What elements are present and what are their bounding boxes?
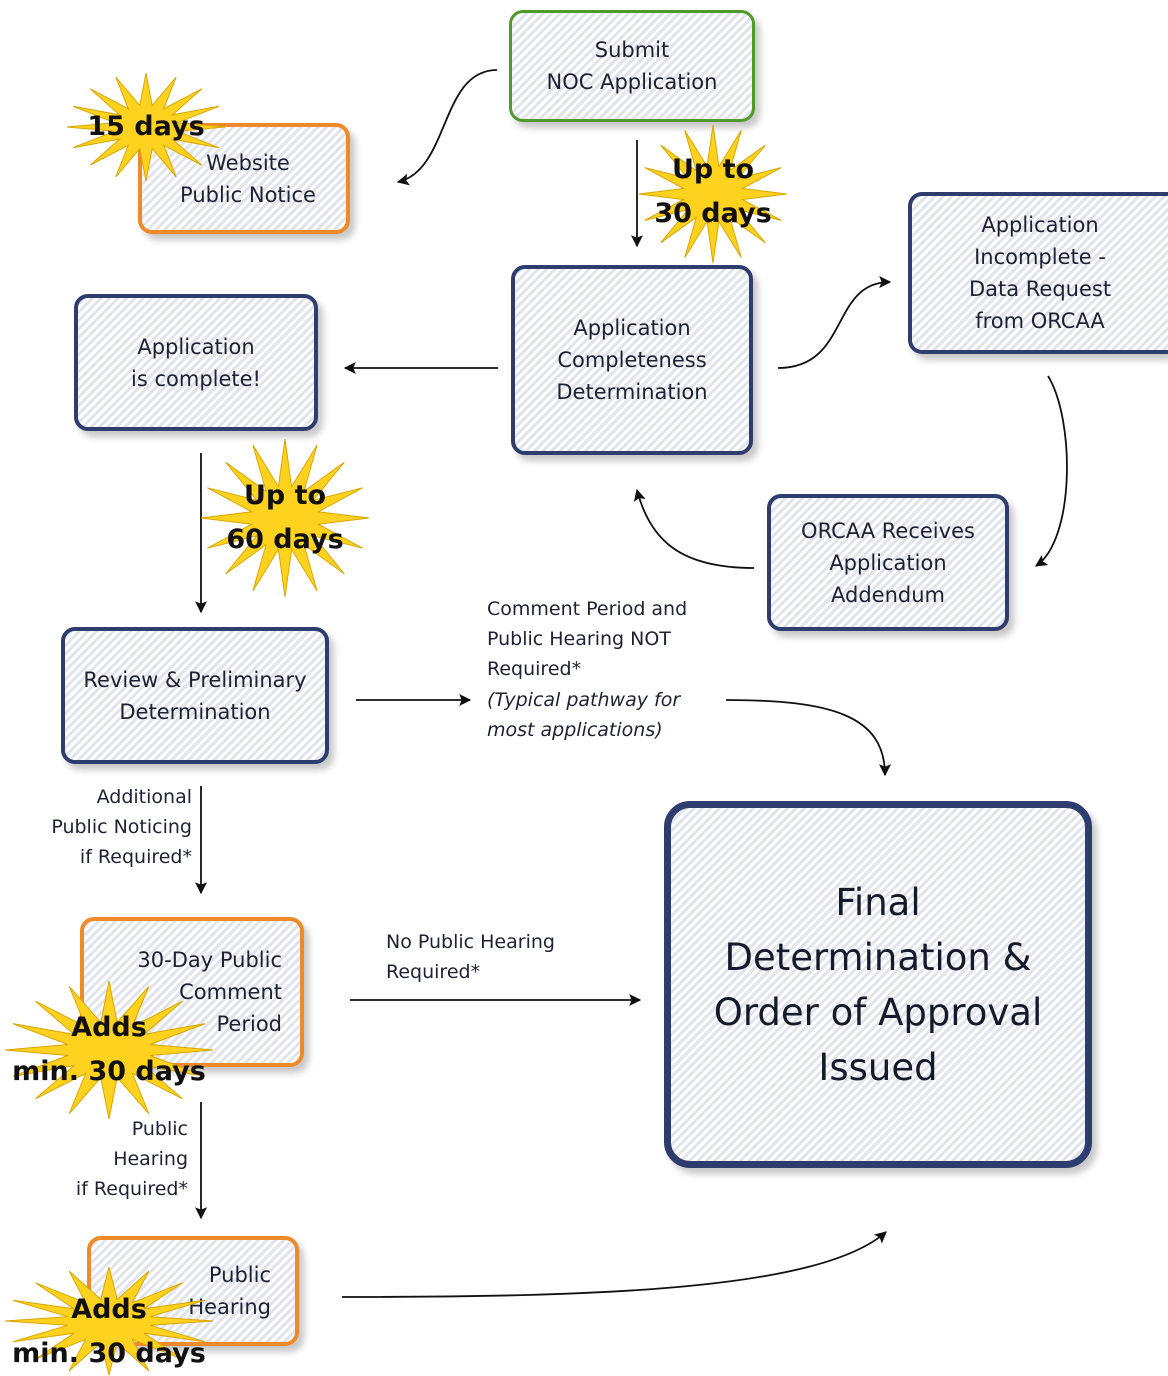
- arrow-pathway-to-final: [725, 699, 891, 777]
- typical-pathway-label: (Typical pathway for most applications): [487, 689, 681, 741]
- starburst-up-to-30-days-text: Up to 30 days: [654, 154, 772, 229]
- application-incomplete-label: Application Incomplete - Data Request fr…: [968, 213, 1112, 333]
- application-incomplete-box: Application Incomplete - Data Request fr…: [908, 192, 1168, 354]
- starburst-adds-30-days-comment: [4, 980, 214, 1120]
- starburst-adds-30-days-hearing: [4, 1266, 214, 1376]
- public-hearing-label: Public Hearing: [188, 1263, 271, 1319]
- not-required-label: Comment Period and Public Hearing NOT Re…: [487, 598, 688, 680]
- arrow-submit-to-notice: [396, 69, 498, 186]
- starburst-adds-30-days-comment-text: Adds min. 30 days: [12, 1012, 206, 1087]
- no-public-hearing-label: No Public Hearing Required*: [386, 931, 555, 983]
- starburst-up-to-60-days-text: Up to 60 days: [226, 480, 344, 555]
- orcaa-receives-addendum-label: ORCAA Receives Application Addendum: [801, 518, 975, 607]
- completeness-determination-label: Application Completeness Determination: [556, 316, 708, 404]
- arrow-completeness-to-incomplete: [777, 276, 892, 369]
- review-preliminary-label: Review & Preliminary Determination: [83, 667, 307, 724]
- arrow-hearing-to-final: [341, 1231, 887, 1298]
- arrow-addendum-to-completeness: [633, 488, 755, 569]
- application-complete-box: Application is complete!: [74, 294, 318, 431]
- arrow-incomplete-to-addendum: [1035, 375, 1068, 567]
- final-determination-box: Final Determination & Order of Approval …: [664, 801, 1092, 1168]
- review-preliminary-box: Review & Preliminary Determination: [61, 627, 329, 764]
- completeness-determination-box: Application Completeness Determination: [511, 265, 753, 455]
- hearing-if-required-label: Public Hearing if Required*: [75, 1118, 188, 1200]
- starburst-up-to-60-days: [200, 438, 370, 598]
- final-determination-label: Final Determination & Order of Approval …: [713, 880, 1043, 1089]
- application-complete-label: Application is complete!: [131, 334, 261, 391]
- submit-noc-box: Submit NOC Application: [509, 10, 755, 122]
- starburst-up-to-30-days: [638, 124, 788, 264]
- website-public-notice-label: Website Public Notice: [180, 150, 316, 207]
- starburst-15-days-text: 15 days: [87, 111, 205, 142]
- submit-noc-label: Submit NOC Application: [546, 38, 718, 94]
- starburst-adds-30-days-hearing-text: Adds min. 30 days: [12, 1294, 206, 1369]
- orcaa-receives-addendum-box: ORCAA Receives Application Addendum: [767, 494, 1009, 631]
- comment-period-label: 30-Day Public Comment Period: [137, 948, 282, 1036]
- starburst-15-days: [66, 72, 226, 182]
- additional-noticing-label: Additional Public Noticing if Required*: [51, 786, 192, 868]
